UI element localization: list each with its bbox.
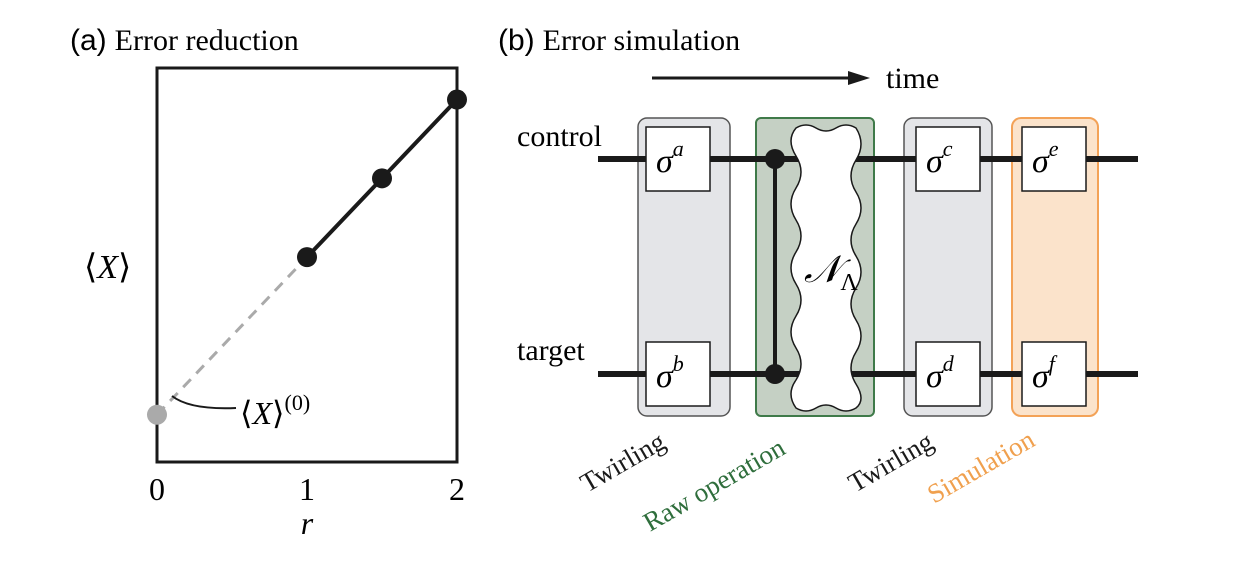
gate-sigma-e: σe — [1021, 126, 1087, 192]
panel-a-letter: (a) — [70, 24, 107, 57]
stage-label-simulation: Simulation — [922, 424, 1040, 509]
svg-text:σc: σc — [926, 136, 953, 180]
time-label: time — [886, 62, 939, 95]
x-tick-label: 2 — [449, 471, 465, 507]
data-point-2 — [372, 168, 392, 189]
x-tick-labels: 0 1 2 — [149, 471, 465, 507]
zero-noise-label: ⟨X⟩(0) — [240, 390, 310, 431]
svg-text:σb: σb — [656, 351, 684, 395]
svg-text:σd: σd — [926, 351, 955, 395]
stage-label-twirling-1: Twirling — [575, 426, 670, 498]
x-tick-label: 1 — [299, 471, 315, 507]
plot-frame — [155, 66, 459, 464]
control-qubit-label: control — [517, 120, 602, 153]
gate-sigma-b: σb — [645, 341, 711, 407]
chart-marks — [147, 89, 467, 425]
svg-text:(b)Error simulation: (b)Error simulation — [498, 24, 740, 57]
data-point-1 — [297, 247, 317, 268]
target-qubit-label: target — [517, 334, 585, 367]
x-tick-label: 0 — [149, 471, 165, 507]
gate-sigma-a: σa — [645, 126, 711, 192]
panel-b-letter: (b) — [498, 24, 535, 57]
gate-sigma-c: σc — [915, 126, 981, 192]
annotation-leader — [171, 395, 237, 410]
panel-a: (a)Error reduction ⟨X⟩ ⟨X⟩(0) 0 1 2 r — [70, 24, 467, 541]
panel-b-title: Error simulation — [543, 24, 740, 57]
panel-a-title: Error reduction — [115, 24, 299, 57]
svg-text:σa: σa — [656, 136, 684, 180]
control-dot-top — [765, 149, 785, 169]
y-axis-label: ⟨X⟩ — [84, 249, 131, 286]
gate-sigma-d: σd — [915, 341, 981, 407]
svg-text:σf: σf — [1032, 351, 1058, 395]
control-dot-bottom — [765, 364, 785, 384]
gate-sigma-f: σf — [1021, 341, 1087, 407]
zero-noise-point — [147, 404, 167, 425]
svg-text:σe: σe — [1032, 136, 1059, 180]
noise-channel-shape — [790, 124, 862, 412]
data-point-3 — [447, 89, 467, 110]
x-axis-label: r — [301, 505, 314, 541]
svg-text:(a)Error reduction: (a)Error reduction — [70, 24, 299, 57]
extrapolation-line — [155, 256, 309, 416]
time-arrow — [652, 71, 870, 85]
panel-b: (b)Error simulation time 𝒩Λ σa — [498, 24, 1138, 537]
